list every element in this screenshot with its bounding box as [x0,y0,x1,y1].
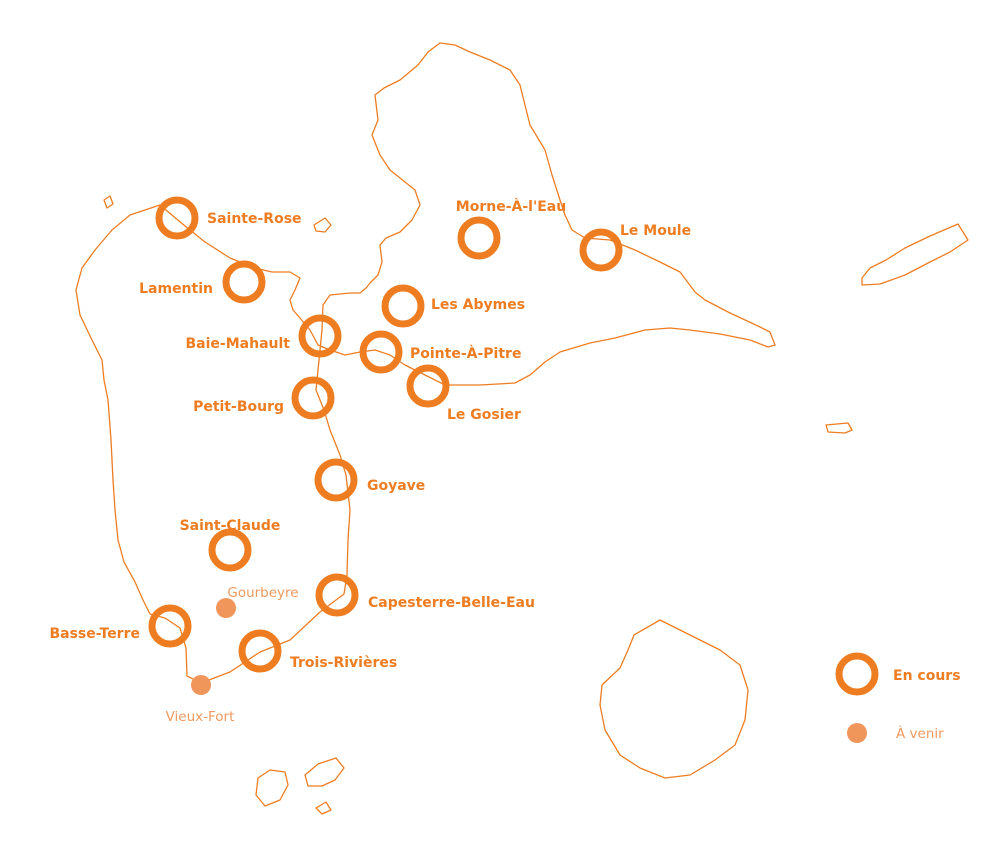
en-cours-marker [406,364,450,408]
a-venir-marker [216,598,236,618]
towns-layer: Sainte-RoseLamentinBaie-MahaultPetit-Bou… [49,196,691,725]
town-gourbeyre: Gourbeyre [216,585,299,618]
town-le-moule: Le Moule [579,223,691,272]
town-label: Morne-À-l'Eau [456,198,566,215]
town-saint-claude: Saint-Claude [180,518,281,572]
en-cours-marker [359,330,403,374]
town-basse-terre: Basse-Terre [49,604,192,648]
town-label: Petit-Bourg [193,399,284,415]
town-label: Baie-Mahault [186,336,291,352]
town-label: Trois-Rivières [290,655,397,671]
town-label: Le Gosier [447,407,521,423]
en-cours-marker [315,573,359,617]
town-label: Vieux-Fort [166,709,235,725]
islet-saintes-2 [304,757,345,787]
town-label: Pointe-À-Pitre [410,345,521,362]
town-pointe-à-pitre: Pointe-À-Pitre [359,330,521,374]
en-cours-marker [298,314,342,358]
town-trois-rivières: Trois-Rivières [238,629,397,673]
basse-terre-coast [75,42,776,684]
town-baie-mahault: Baie-Mahault [186,314,342,358]
en-cours-marker [381,284,425,328]
en-cours-marker [579,228,623,272]
islet-saintes-3 [315,801,332,815]
town-morne-à-l-eau: Morne-À-l'Eau [456,198,566,260]
en-cours-marker [222,260,266,304]
town-label: Gourbeyre [227,585,298,601]
town-sainte-rose: Sainte-Rose [155,196,302,240]
islet-north [103,195,114,209]
legend-ring-icon [835,652,879,696]
town-label: Basse-Terre [49,626,140,642]
town-label: Le Moule [620,223,691,239]
town-label: Saint-Claude [180,518,281,534]
town-vieux-fort: Vieux-Fort [166,675,235,725]
town-label: Les Abymes [431,297,525,313]
en-cours-marker [238,629,282,673]
town-le-gosier: Le Gosier [406,364,521,423]
coastline [75,42,969,815]
legend-item-a-venir: À venir [847,723,944,743]
en-cours-marker [208,528,252,572]
town-label: Lamentin [139,281,213,297]
a-venir-marker [191,675,211,695]
town-lamentin: Lamentin [139,260,266,304]
islet-saintes-1 [255,769,289,807]
legend-dot-icon [847,723,867,743]
town-label: Capesterre-Belle-Eau [368,595,535,611]
town-petit-bourg: Petit-Bourg [193,376,335,420]
en-cours-marker [457,216,501,260]
town-goyave: Goyave [314,458,425,502]
en-cours-marker [314,458,358,502]
en-cours-marker [148,604,192,648]
town-capesterre-belle-eau: Capesterre-Belle-Eau [315,573,535,617]
islet-ilet-a-kahouanne [313,217,332,233]
legend: En cours À venir [835,652,961,743]
legend-item-en-cours: En cours [835,652,961,696]
town-les-abymes: Les Abymes [381,284,525,328]
town-label: Goyave [367,478,425,494]
legend-label-a-venir: À venir [896,725,944,742]
marie-galante-coast [599,619,749,779]
town-label: Sainte-Rose [207,211,302,227]
legend-label-en-cours: En cours [893,668,961,684]
desirade-coast [861,223,969,286]
en-cours-marker [291,376,335,420]
petite-terre-coast [825,422,853,434]
en-cours-marker [155,196,199,240]
